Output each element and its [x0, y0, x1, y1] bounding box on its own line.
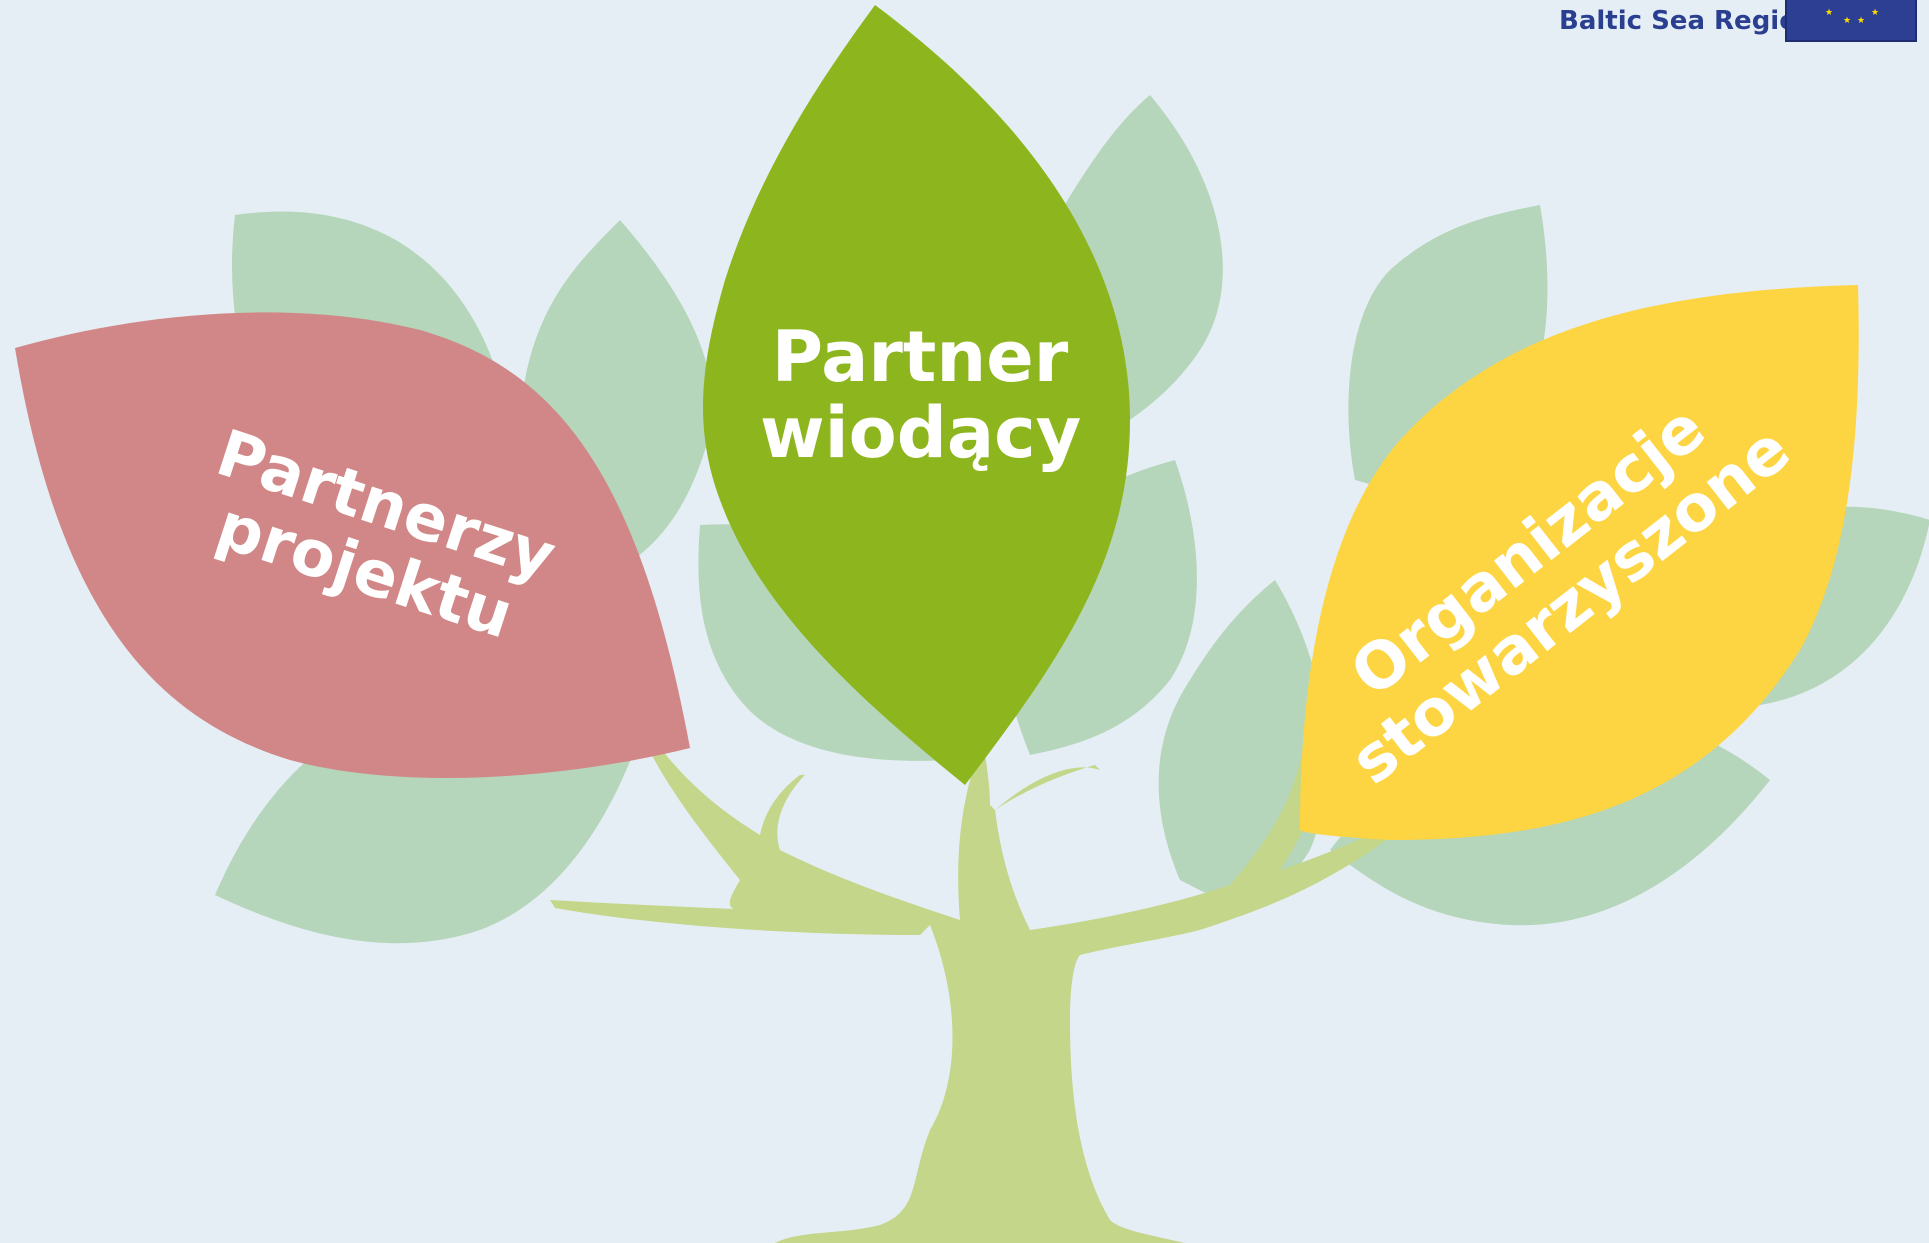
- lead-partner-line1: Partner: [771, 316, 1069, 398]
- lead-partner-label: Partner wiodący: [760, 316, 1082, 474]
- interreg-logo: Baltic Sea Region ★ ★ ★ ★ the: [1499, 0, 1929, 44]
- leaf-project-partners: [15, 312, 690, 778]
- tree-trunk: [550, 720, 1400, 1243]
- logo-region-text: Baltic Sea Region: [1559, 6, 1816, 36]
- leaf-lead-partner: [703, 5, 1130, 785]
- lead-partner-line2: wiodący: [760, 391, 1082, 474]
- eu-flag-icon: ★ ★ ★ ★: [1785, 0, 1917, 42]
- leaf-associated-orgs: [1300, 285, 1859, 840]
